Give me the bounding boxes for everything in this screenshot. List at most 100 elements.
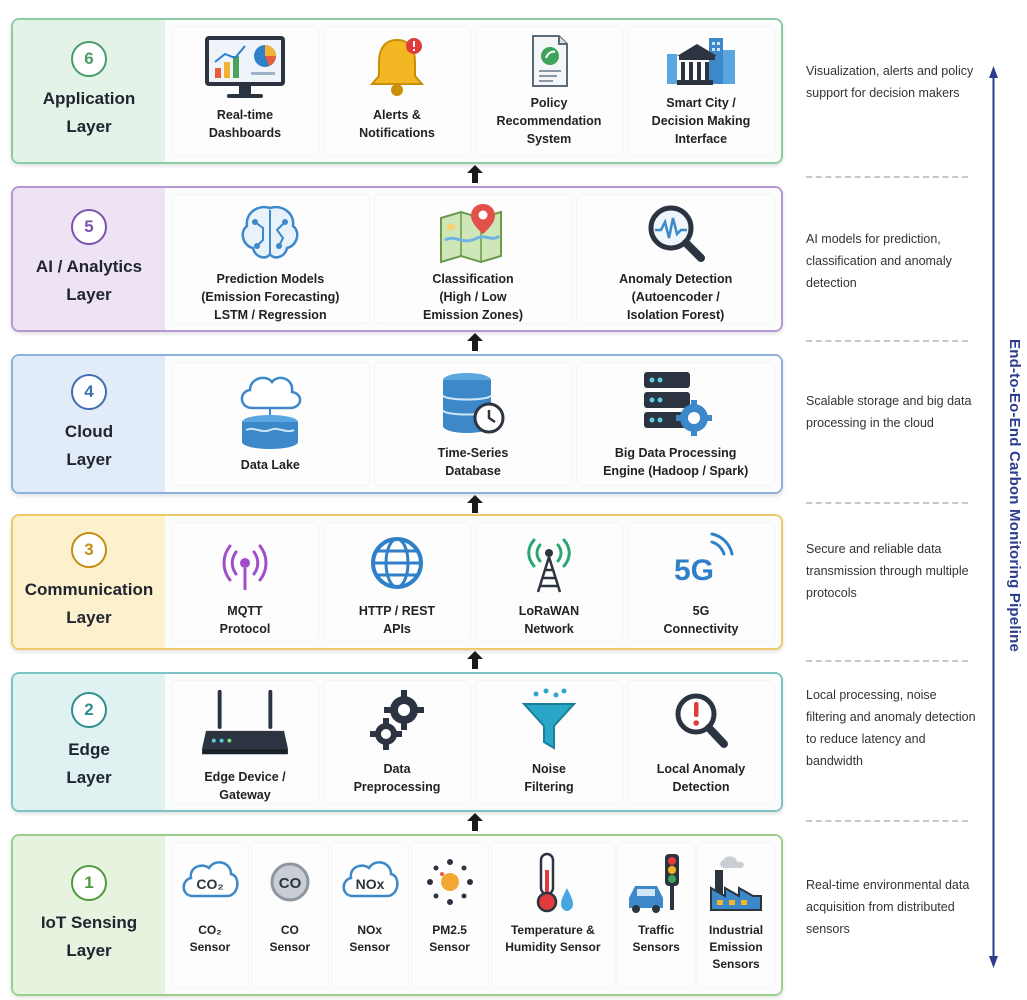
component-lorawan: LoRaWAN Network [475, 522, 623, 642]
layer-name: AI / Analytics Layer [35, 257, 143, 304]
component-label: Traffic Sensors [632, 923, 680, 954]
cloud-layer-panel: 4 Cloud Layer Data Lake Tim [11, 354, 783, 494]
layer-description: Scalable storage and big data processing… [806, 394, 972, 430]
anomaly-magnifier-icon [648, 205, 705, 262]
layer-label: 2 Edge Layer [13, 674, 165, 810]
component-label: Anomaly Detection (Autoencoder / Isolati… [619, 272, 733, 322]
component-label: Classification (High / Low Emission Zone… [422, 272, 524, 322]
alert-bell-icon [369, 38, 425, 96]
smart-city-icon [667, 38, 735, 85]
layer-number-badge: 3 [71, 532, 107, 568]
component-label: Time-Series Database [437, 446, 509, 478]
co-circle-icon: CO [270, 862, 310, 902]
edge-layer-panel: 2 Edge Layer Edge Device / Gateway [11, 672, 783, 812]
component-label: CO Sensor [269, 923, 311, 954]
component-label: Policy Recommendation System [496, 96, 602, 146]
co2-cloud-icon: CO₂ [182, 861, 239, 898]
component-mqtt: MQTT Protocol [171, 522, 319, 642]
server-gear-icon [643, 372, 712, 436]
layer-description: Secure and reliable data transmission th… [806, 542, 969, 600]
thermometer-icon [536, 852, 573, 913]
component-co2-sensor: CO₂ CO₂ Sensor [171, 842, 249, 988]
cloud-data-lake-icon [241, 376, 302, 449]
communication-layer-panel: 3 Communication Layer MQTT Protocol HTTP… [11, 514, 783, 650]
layer-description: AI models for prediction, classification… [806, 232, 952, 290]
layer-name: IoT Sensing Layer [40, 913, 138, 960]
component-row: Edge Device / Gateway Data Preprocessing [165, 674, 781, 810]
component-row: CO₂ CO₂ Sensor CO CO Sensor NOx NOx Sens… [165, 836, 781, 994]
gears-icon [370, 690, 424, 750]
description-divider [806, 502, 968, 504]
component-label: Local Anomaly Detection [656, 762, 746, 794]
policy-document-icon [532, 35, 568, 87]
component-industrial-sensors: Industrial Emission Sensors [697, 842, 775, 988]
layer-name: Application Layer [42, 89, 136, 136]
globe-icon [371, 537, 423, 589]
component-label: CO₂ Sensor [189, 923, 231, 954]
dashboard-monitor-icon [205, 36, 285, 98]
layer-label: 1 IoT Sensing Layer [13, 836, 165, 994]
funnel-filter-icon [521, 688, 577, 750]
nox-cloud-icon: NOx [342, 861, 399, 898]
component-label: NOx Sensor [349, 923, 391, 954]
component-http-rest: HTTP / REST APIs [323, 522, 471, 642]
layer-name: Communication Layer [24, 580, 154, 627]
component-row: Data Lake Time-Series Database [165, 356, 781, 492]
component-label: Industrial Emission Sensors [709, 923, 764, 971]
component-label: Edge Device / Gateway [204, 770, 286, 802]
component-label: Data Preprocessing [353, 762, 441, 794]
iot-sensing-layer-panel: 1 IoT Sensing Layer CO₂ CO₂ Sensor CO CO… [11, 834, 783, 996]
flow-arrow [467, 495, 483, 513]
layer-label: 4 Cloud Layer [13, 356, 165, 492]
component-anomaly-detection: Anomaly Detection (Autoencoder / Isolati… [576, 194, 776, 324]
component-prediction-models: Prediction Models (Emission Forecasting)… [171, 194, 370, 324]
component-row: Prediction Models (Emission Forecasting)… [165, 188, 781, 330]
component-label: Temperature & Humidity Sensor [505, 923, 601, 954]
description-divider [806, 340, 968, 342]
ai-analytics-layer-panel: 5 AI / Analytics Layer Prediction Models… [11, 186, 783, 332]
brain-circuit-icon [241, 205, 299, 259]
component-label: Prediction Models (Emission Forecasting)… [201, 272, 340, 322]
component-row: MQTT Protocol HTTP / REST APIs LoRaWAN N… [165, 516, 781, 648]
component-label: LoRaWAN Network [518, 604, 580, 636]
component-label: PM2.5 Sensor [429, 923, 470, 954]
application-layer-panel: 6 Application Layer Real-time Dashboards [11, 18, 783, 164]
lorawan-tower-icon [527, 538, 571, 593]
5g-signal-icon: 5G [674, 532, 734, 587]
component-label: MQTT Protocol [219, 604, 271, 636]
pipeline-double-arrow [989, 66, 998, 968]
component-nox-sensor: NOx NOx Sensor [330, 842, 409, 988]
component-time-series-db: Time-Series Database [373, 362, 573, 486]
map-pin-icon [440, 204, 502, 264]
component-policy: Policy Recommendation System [475, 26, 623, 156]
component-alerts: Alerts & Notifications [323, 26, 471, 156]
component-preprocessing: Data Preprocessing [323, 680, 471, 804]
component-label: 5G Connectivity [663, 604, 739, 636]
local-anomaly-icon [675, 693, 728, 748]
component-traffic-sensors: Traffic Sensors [617, 842, 696, 988]
component-label: Noise Filtering [524, 762, 574, 794]
component-pm25-sensor: PM2.5 Sensor [410, 842, 489, 988]
flow-arrow [467, 333, 483, 351]
traffic-light-car-icon [629, 854, 680, 913]
nox-icon-text: NOx [355, 876, 384, 892]
database-clock-icon [442, 373, 505, 434]
pipeline-title: End-to-Eo-End Carbon Monitoring Pipeline [1004, 248, 1024, 743]
layer-description: Real-time environmental data acquisition… [806, 878, 970, 936]
component-label: Real-time Dashboards [208, 108, 282, 140]
flow-arrow [467, 165, 483, 183]
layer-label: 6 Application Layer [13, 20, 165, 162]
co-icon-text: CO [279, 875, 302, 892]
description-divider [806, 176, 968, 178]
component-big-data-engine: Big Data Processing Engine (Hadoop / Spa… [576, 362, 776, 486]
component-label: Big Data Processing Engine (Hadoop / Spa… [603, 446, 749, 478]
pipeline-title-text: End-to-Eo-End Carbon Monitoring Pipeline [1005, 339, 1023, 652]
component-label: Data Lake [240, 458, 300, 472]
layer-description: Local processing, noise filtering and an… [806, 688, 976, 768]
component-local-anomaly: Local Anomaly Detection [627, 680, 775, 804]
component-co-sensor: CO CO Sensor [250, 842, 329, 988]
component-label: HTTP / REST APIs [358, 604, 436, 636]
component-edge-gateway: Edge Device / Gateway [171, 680, 319, 804]
layer-number-badge: 5 [71, 209, 107, 245]
edge-gateway-icon [202, 689, 288, 755]
